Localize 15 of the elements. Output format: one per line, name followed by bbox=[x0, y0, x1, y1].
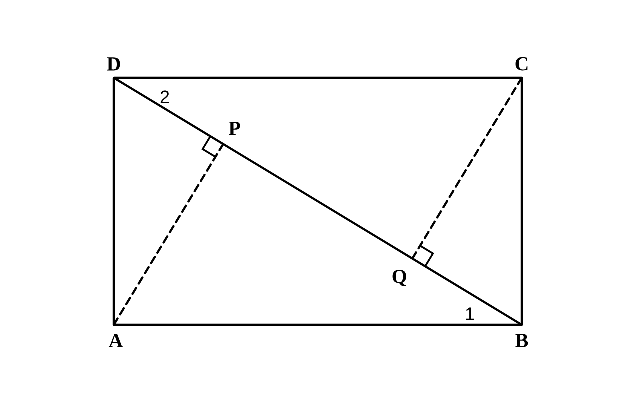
dashed-line bbox=[113, 143, 224, 326]
vertex-label: Q bbox=[392, 270, 406, 286]
vertex-label: A bbox=[108, 334, 124, 348]
angle-label: 1 bbox=[466, 308, 474, 320]
vertex-label: C bbox=[516, 57, 528, 71]
vertex-label: D bbox=[107, 58, 120, 71]
line-segment bbox=[520, 77, 524, 326]
vertex-label: P bbox=[228, 122, 240, 136]
line-segment bbox=[112, 77, 116, 326]
line-segment bbox=[113, 77, 523, 326]
dashed-line bbox=[412, 77, 523, 260]
line-segment bbox=[113, 76, 523, 80]
angle-label: 2 bbox=[160, 90, 170, 104]
line-segment bbox=[113, 324, 523, 326]
vertex-label: B bbox=[516, 334, 528, 348]
